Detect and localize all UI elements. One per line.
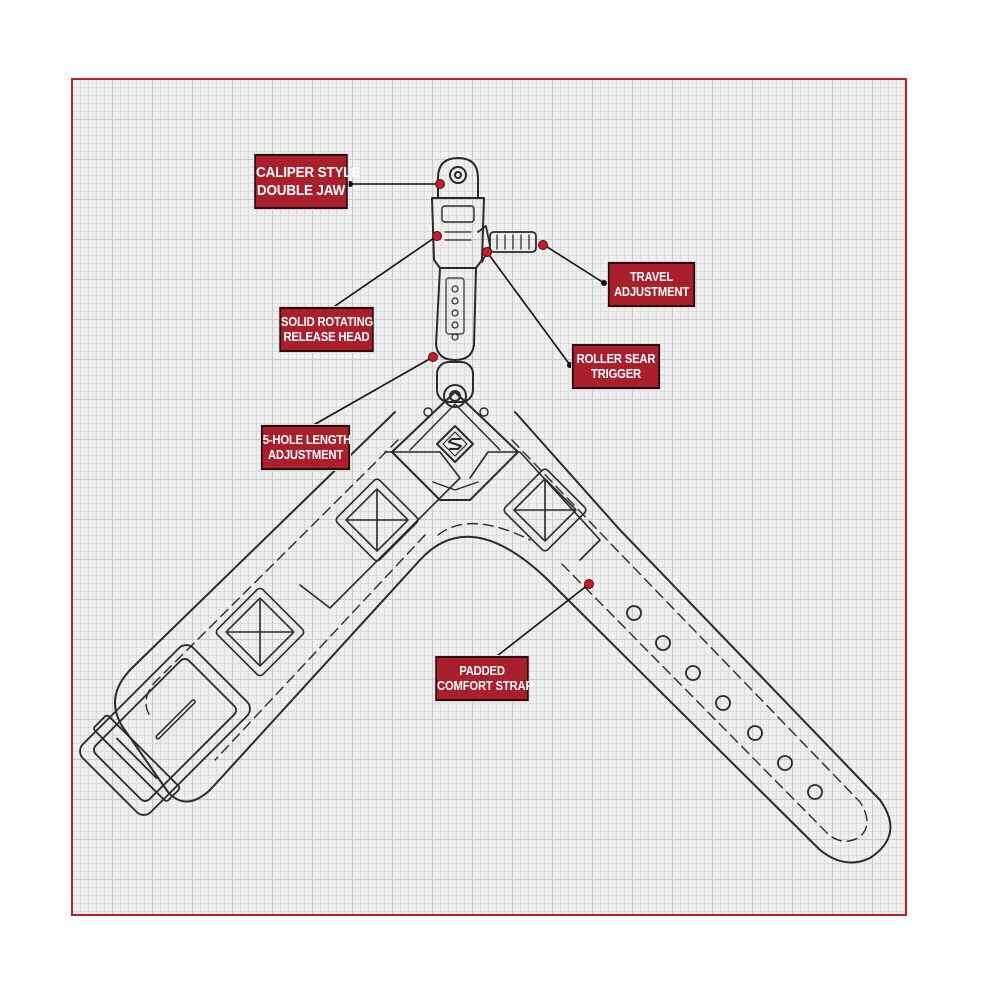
callout-5-hole-length-adjustment: 5-HOLE LENGTH ADJUSTMENT: [260, 424, 352, 471]
callout-line-2: ADJUSTMENT: [613, 284, 690, 299]
buckle: [79, 644, 251, 816]
strap-patches: [215, 468, 587, 677]
callout-roller-sear-trigger: ROLLER SEAR TRIGGER: [571, 343, 662, 390]
callout-line-2: TRIGGER: [590, 366, 641, 381]
callout-padded-comfort-strap: PADDED COMFORT STRAP: [434, 655, 533, 702]
callout-line-1: 5-HOLE LENGTH: [262, 432, 352, 447]
callout-line-1: ROLLER SEAR: [576, 351, 656, 366]
callout-line-2: RELEASE HEAD: [283, 329, 370, 344]
release-head: [431, 157, 537, 408]
callout-caliper-style-double-jaw: CALIPER STYLE DOUBLE JAW: [253, 153, 361, 210]
leader-lines: [302, 183, 605, 668]
callout-line-1: PADDED: [459, 663, 505, 678]
callout-line-2: DOUBLE JAW: [256, 181, 346, 199]
callout-line-2: ADJUSTMENT: [267, 447, 344, 462]
wrist-strap: [114, 411, 892, 864]
callout-line-2: COMFORT STRAP: [437, 678, 533, 693]
callout-line-1: CALIPER STYLE: [256, 163, 361, 181]
callout-solid-rotating-release-head: SOLID ROTATING RELEASE HEAD: [278, 306, 375, 353]
callout-line-1: TRAVEL: [629, 269, 674, 284]
callout-line-1: SOLID ROTATING: [281, 314, 374, 329]
blueprint-frame: [71, 78, 907, 916]
marker-dots: [428, 179, 594, 589]
strap-holes: [626, 605, 823, 800]
callout-travel-adjustment: TRAVEL ADJUSTMENT: [606, 261, 697, 308]
logo-icon: [436, 425, 474, 463]
